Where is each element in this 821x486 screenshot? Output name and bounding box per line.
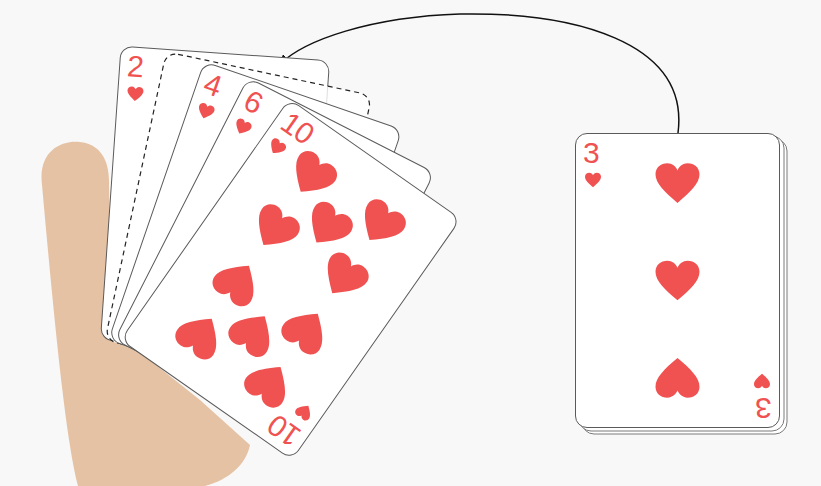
heart-pip <box>656 358 700 398</box>
corner-heart <box>754 374 770 388</box>
card-index: 3 <box>756 393 772 423</box>
corner-heart <box>196 102 216 121</box>
heart-pip <box>224 304 283 362</box>
heart-pip <box>208 253 267 311</box>
card-index: 3 <box>583 138 599 168</box>
heart-pip <box>351 195 410 253</box>
heart-pip <box>171 306 230 364</box>
playing-card: 33 <box>575 133 780 428</box>
corner-heart <box>232 117 253 137</box>
corner-heart <box>127 86 144 101</box>
heart-pip <box>656 261 700 301</box>
heart-pip <box>656 163 700 203</box>
corner-heart <box>585 173 601 187</box>
corner-heart <box>266 137 287 158</box>
heart-pip <box>283 147 342 205</box>
card-index: 6 <box>239 85 267 119</box>
heart-pip <box>298 197 357 255</box>
card-index: 2 <box>126 51 144 82</box>
heart-pip <box>314 248 373 306</box>
card-index: 4 <box>200 68 225 101</box>
heart-pip <box>240 354 299 412</box>
card-face <box>575 133 780 428</box>
corner-heart <box>294 401 315 422</box>
heart-pip <box>245 200 304 258</box>
heart-pip <box>277 301 336 359</box>
